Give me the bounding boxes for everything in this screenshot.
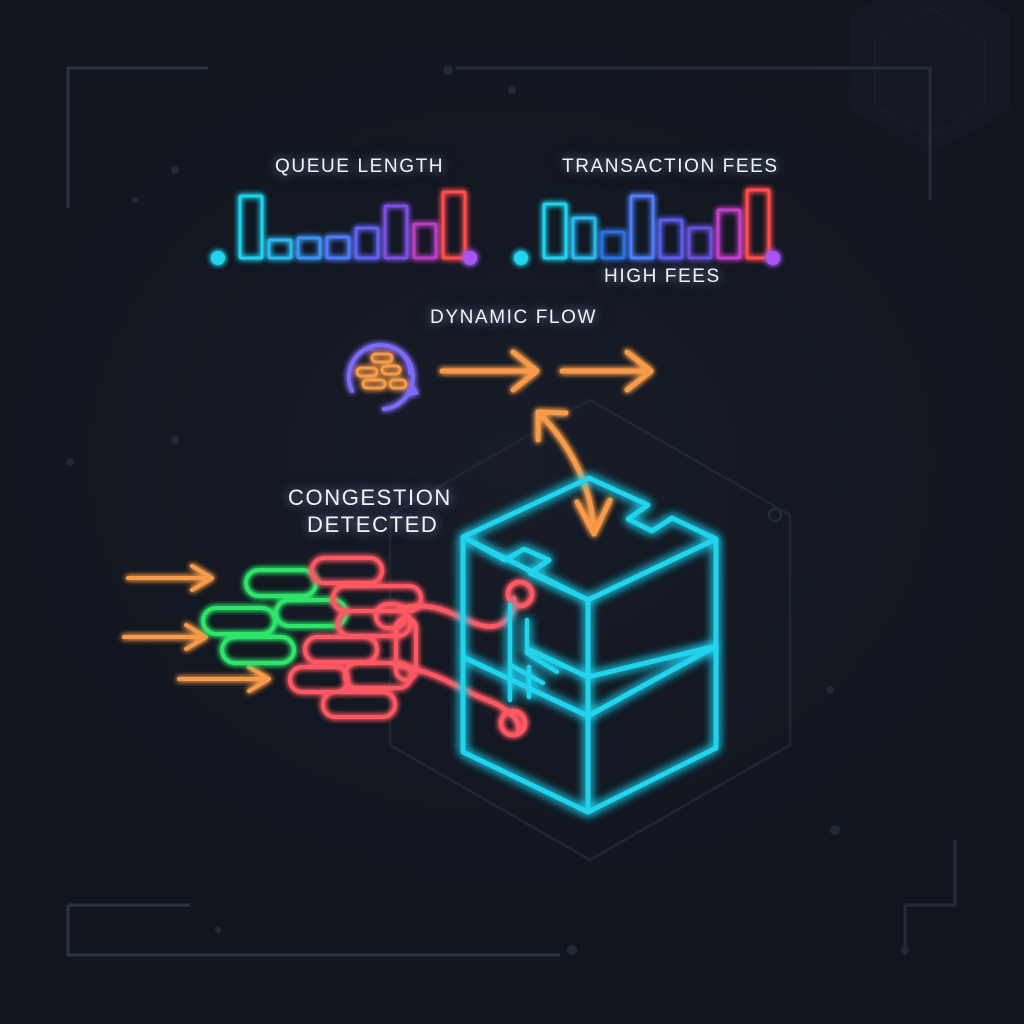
pill (303, 635, 379, 664)
pill (288, 665, 350, 694)
pill (343, 661, 413, 690)
inbound-arrow-3 (177, 665, 271, 693)
block-interior-detail (507, 602, 560, 703)
pill (201, 606, 277, 636)
axis-endpoint-left (211, 251, 225, 265)
background-dots (66, 65, 909, 955)
flow-arrow-2 (559, 349, 654, 393)
dynamic-flow-title: DYNAMIC FLOW (430, 307, 597, 328)
queue-length-axis (211, 251, 477, 265)
pill (220, 635, 296, 665)
pill (321, 690, 397, 719)
refresh-icon-pills (355, 352, 408, 390)
corner-bracket-top-left (66, 66, 208, 208)
axis-endpoint-right (766, 251, 780, 265)
block-bottom-face (460, 643, 719, 815)
high-fees-sublabel: HIGH FEES (604, 266, 721, 287)
pill (336, 609, 412, 638)
transaction-fees-axis (514, 251, 780, 265)
inbound-arrow-1 (126, 564, 214, 592)
axis-endpoint-right (463, 251, 477, 265)
inbound-arrow-2 (122, 623, 208, 651)
pill (310, 556, 384, 585)
transaction-fees-title: TRANSACTION FEES (562, 156, 779, 177)
corner-bracket-top-right (456, 66, 932, 200)
pill (244, 568, 318, 598)
red-pill-cluster (288, 556, 423, 719)
block-bottom-rim (460, 643, 719, 680)
queue-length-title: QUEUE LENGTH (275, 156, 445, 177)
pill (374, 602, 408, 630)
flow-arrow-1 (439, 349, 540, 393)
congestion-detected-label-line1: CONGESTION (288, 485, 452, 510)
corner-bracket-bottom-left (66, 903, 560, 957)
refresh-circle-icon (346, 343, 419, 411)
hexagon-watermark (388, 398, 792, 862)
block-top-right-face (585, 536, 719, 719)
axis-endpoint-left (514, 251, 528, 265)
curved-feedback-arrow (535, 409, 613, 537)
block-top-face (460, 475, 719, 603)
congestion-detected-label-line2: DETECTED (307, 512, 439, 537)
